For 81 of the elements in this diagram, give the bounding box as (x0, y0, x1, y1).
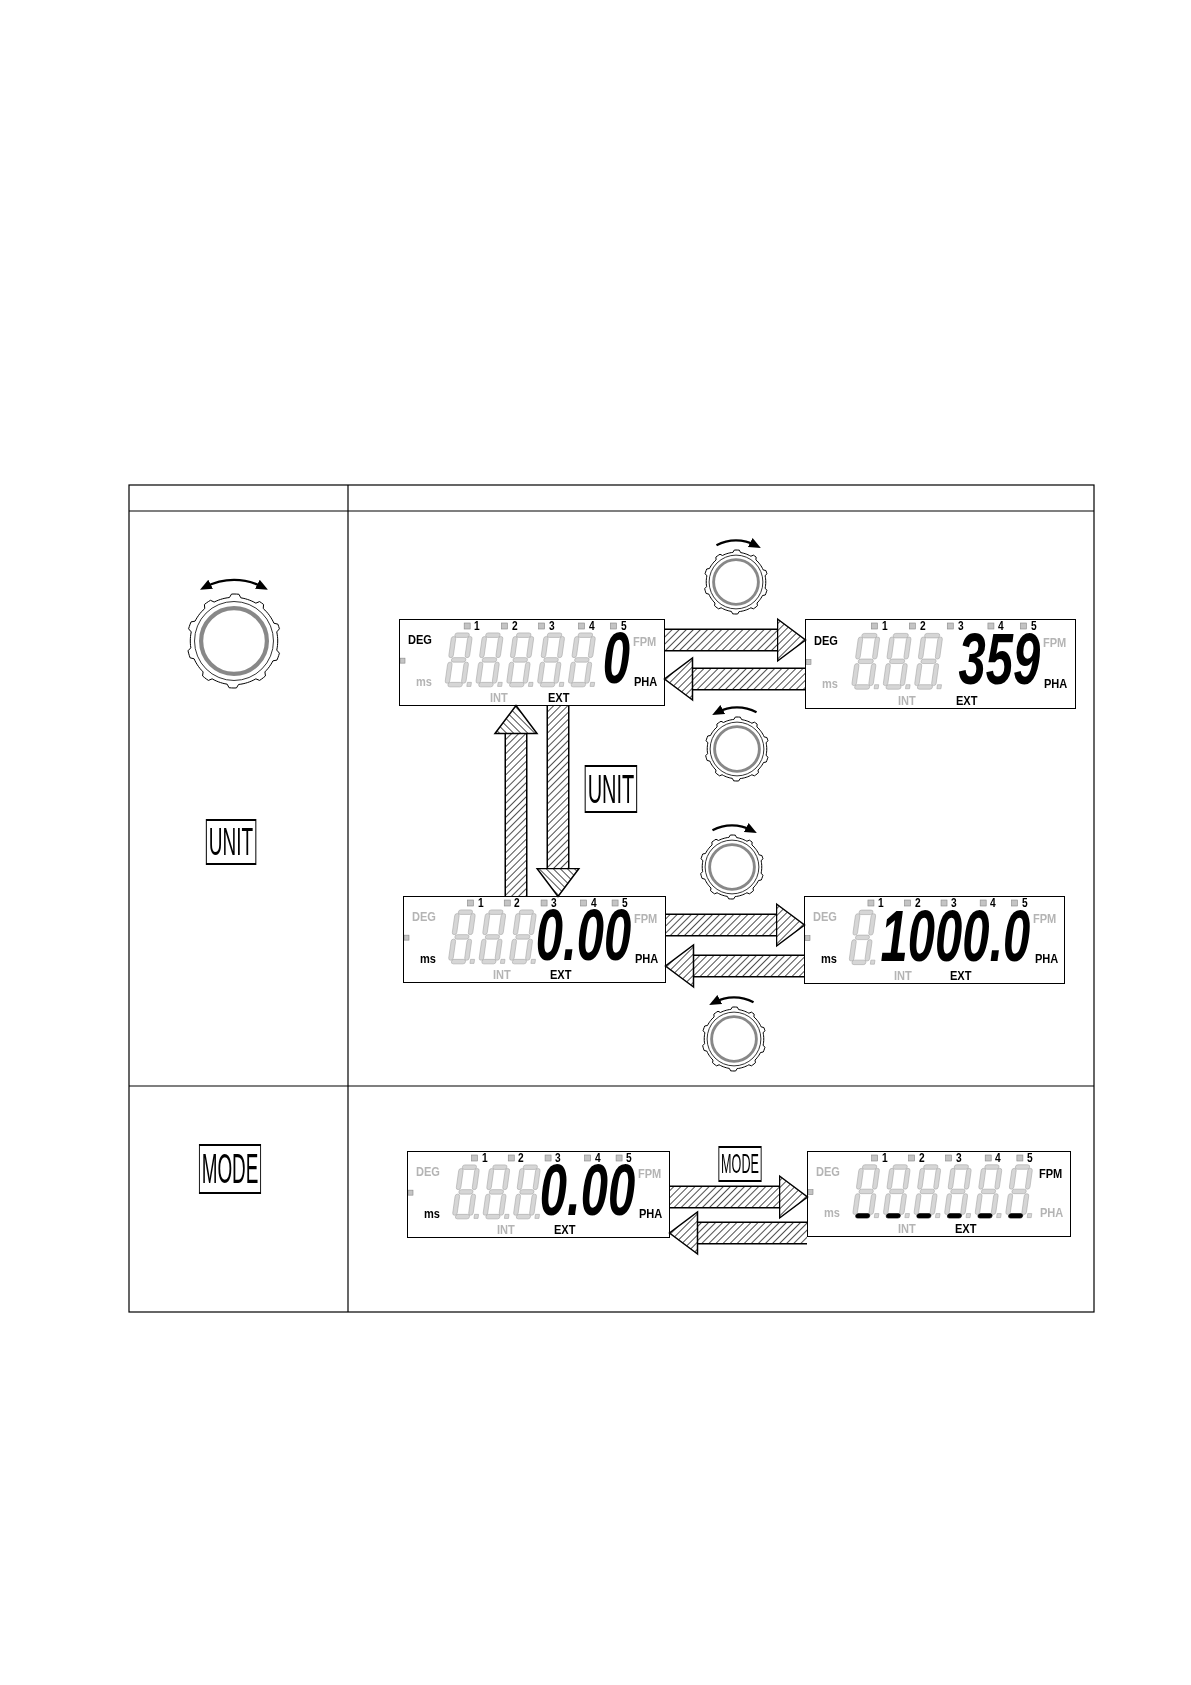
indicator-number: 4 (995, 1152, 1002, 1164)
mode-label: PHA (639, 1206, 663, 1221)
display-value: 0 (602, 630, 630, 688)
source-label: EXT (954, 1222, 976, 1237)
mode-label: PHA (1040, 1206, 1064, 1221)
display-value: 359 (958, 630, 1040, 689)
source-label: INT (893, 969, 912, 984)
indicator-number: 4 (998, 620, 1005, 632)
indicator-number: 3 (955, 1152, 962, 1164)
indicator-number: 4 (590, 897, 597, 909)
indicator-number: 5 (620, 620, 627, 632)
source-label: EXT (549, 968, 572, 983)
source-label: EXT (956, 694, 978, 708)
indicator-number: 2 (514, 897, 521, 909)
unit-label: ms (823, 1206, 840, 1221)
indicator-number: 5 (1027, 1152, 1033, 1164)
indicator-number: 2 (918, 1152, 925, 1164)
mode-label: PHA (1044, 676, 1068, 691)
key-button: MODE (198, 1144, 262, 1194)
indicator-number: 5 (622, 897, 628, 909)
indicator-number: 1 (881, 1152, 888, 1164)
unit-label: DEG (815, 1164, 840, 1179)
unit-label: DEG (411, 910, 436, 924)
indicator-number: 3 (555, 1152, 561, 1164)
indicator-number: 1 (481, 1152, 488, 1164)
source-label: EXT (949, 969, 972, 984)
mode-label: PHA (1034, 952, 1058, 967)
indicator-number: 3 (951, 897, 957, 909)
unit-label: ms (822, 676, 839, 691)
lcd-display (403, 896, 666, 983)
mode-label: PHA (634, 674, 658, 689)
display-value: 0.00 (535, 907, 631, 965)
source-label: INT (897, 1222, 916, 1237)
indicator-number: 1 (477, 897, 484, 909)
source-label: INT (493, 968, 512, 983)
source-label: INT (490, 691, 509, 706)
lcd-display (805, 619, 1076, 709)
indicator-number: 5 (1030, 620, 1037, 632)
indicator-number: 4 (990, 897, 996, 909)
unit-label: ms (423, 1206, 440, 1221)
key-button: UNIT (205, 819, 257, 865)
indicator-number: 1 (474, 620, 481, 632)
mode-label: FPM (634, 911, 658, 926)
mode-label: FPM (638, 1166, 662, 1181)
mode-label: FPM (1043, 635, 1067, 650)
indicator-number: 1 (881, 620, 888, 632)
indicator-number: 4 (594, 1152, 601, 1164)
mode-label: FPM (1039, 1166, 1063, 1181)
unit-label: DEG (415, 1165, 440, 1179)
indicator-number: 5 (626, 1152, 632, 1164)
unit-label: ms (415, 674, 432, 689)
mode-label: FPM (632, 634, 657, 649)
lcd-display (399, 619, 665, 706)
indicator-number: 1 (878, 897, 884, 909)
key-button: MODE (718, 1146, 762, 1182)
display-value: 0.00 (539, 1162, 635, 1220)
indicator-number: 2 (518, 1152, 525, 1164)
source-label: EXT (547, 691, 570, 706)
unit-label: DEG (814, 633, 839, 648)
indicator-number: 2 (919, 620, 926, 632)
unit-label: ms (820, 952, 837, 967)
indicator-number: 3 (548, 620, 555, 632)
unit-label: ms (419, 951, 436, 966)
key-button: UNIT (584, 765, 638, 813)
lcd-display (407, 1151, 670, 1238)
source-label: INT (497, 1223, 516, 1238)
unit-label: DEG (407, 633, 432, 647)
lcd-display (804, 896, 1065, 984)
indicator-number: 5 (1021, 897, 1028, 909)
indicator-number: 4 (588, 620, 595, 632)
unit-label: DEG (812, 910, 837, 925)
indicator-number: 3 (957, 620, 964, 632)
indicator-number: 3 (551, 897, 557, 909)
mode-label: PHA (635, 951, 659, 966)
indicator-number: 2 (511, 620, 518, 632)
indicator-number: 2 (914, 897, 921, 909)
source-label: EXT (553, 1223, 576, 1238)
lcd-display (807, 1151, 1071, 1237)
mode-label: FPM (1033, 912, 1057, 926)
display-value: 1000.0 (880, 907, 1031, 966)
source-label: INT (898, 694, 916, 708)
